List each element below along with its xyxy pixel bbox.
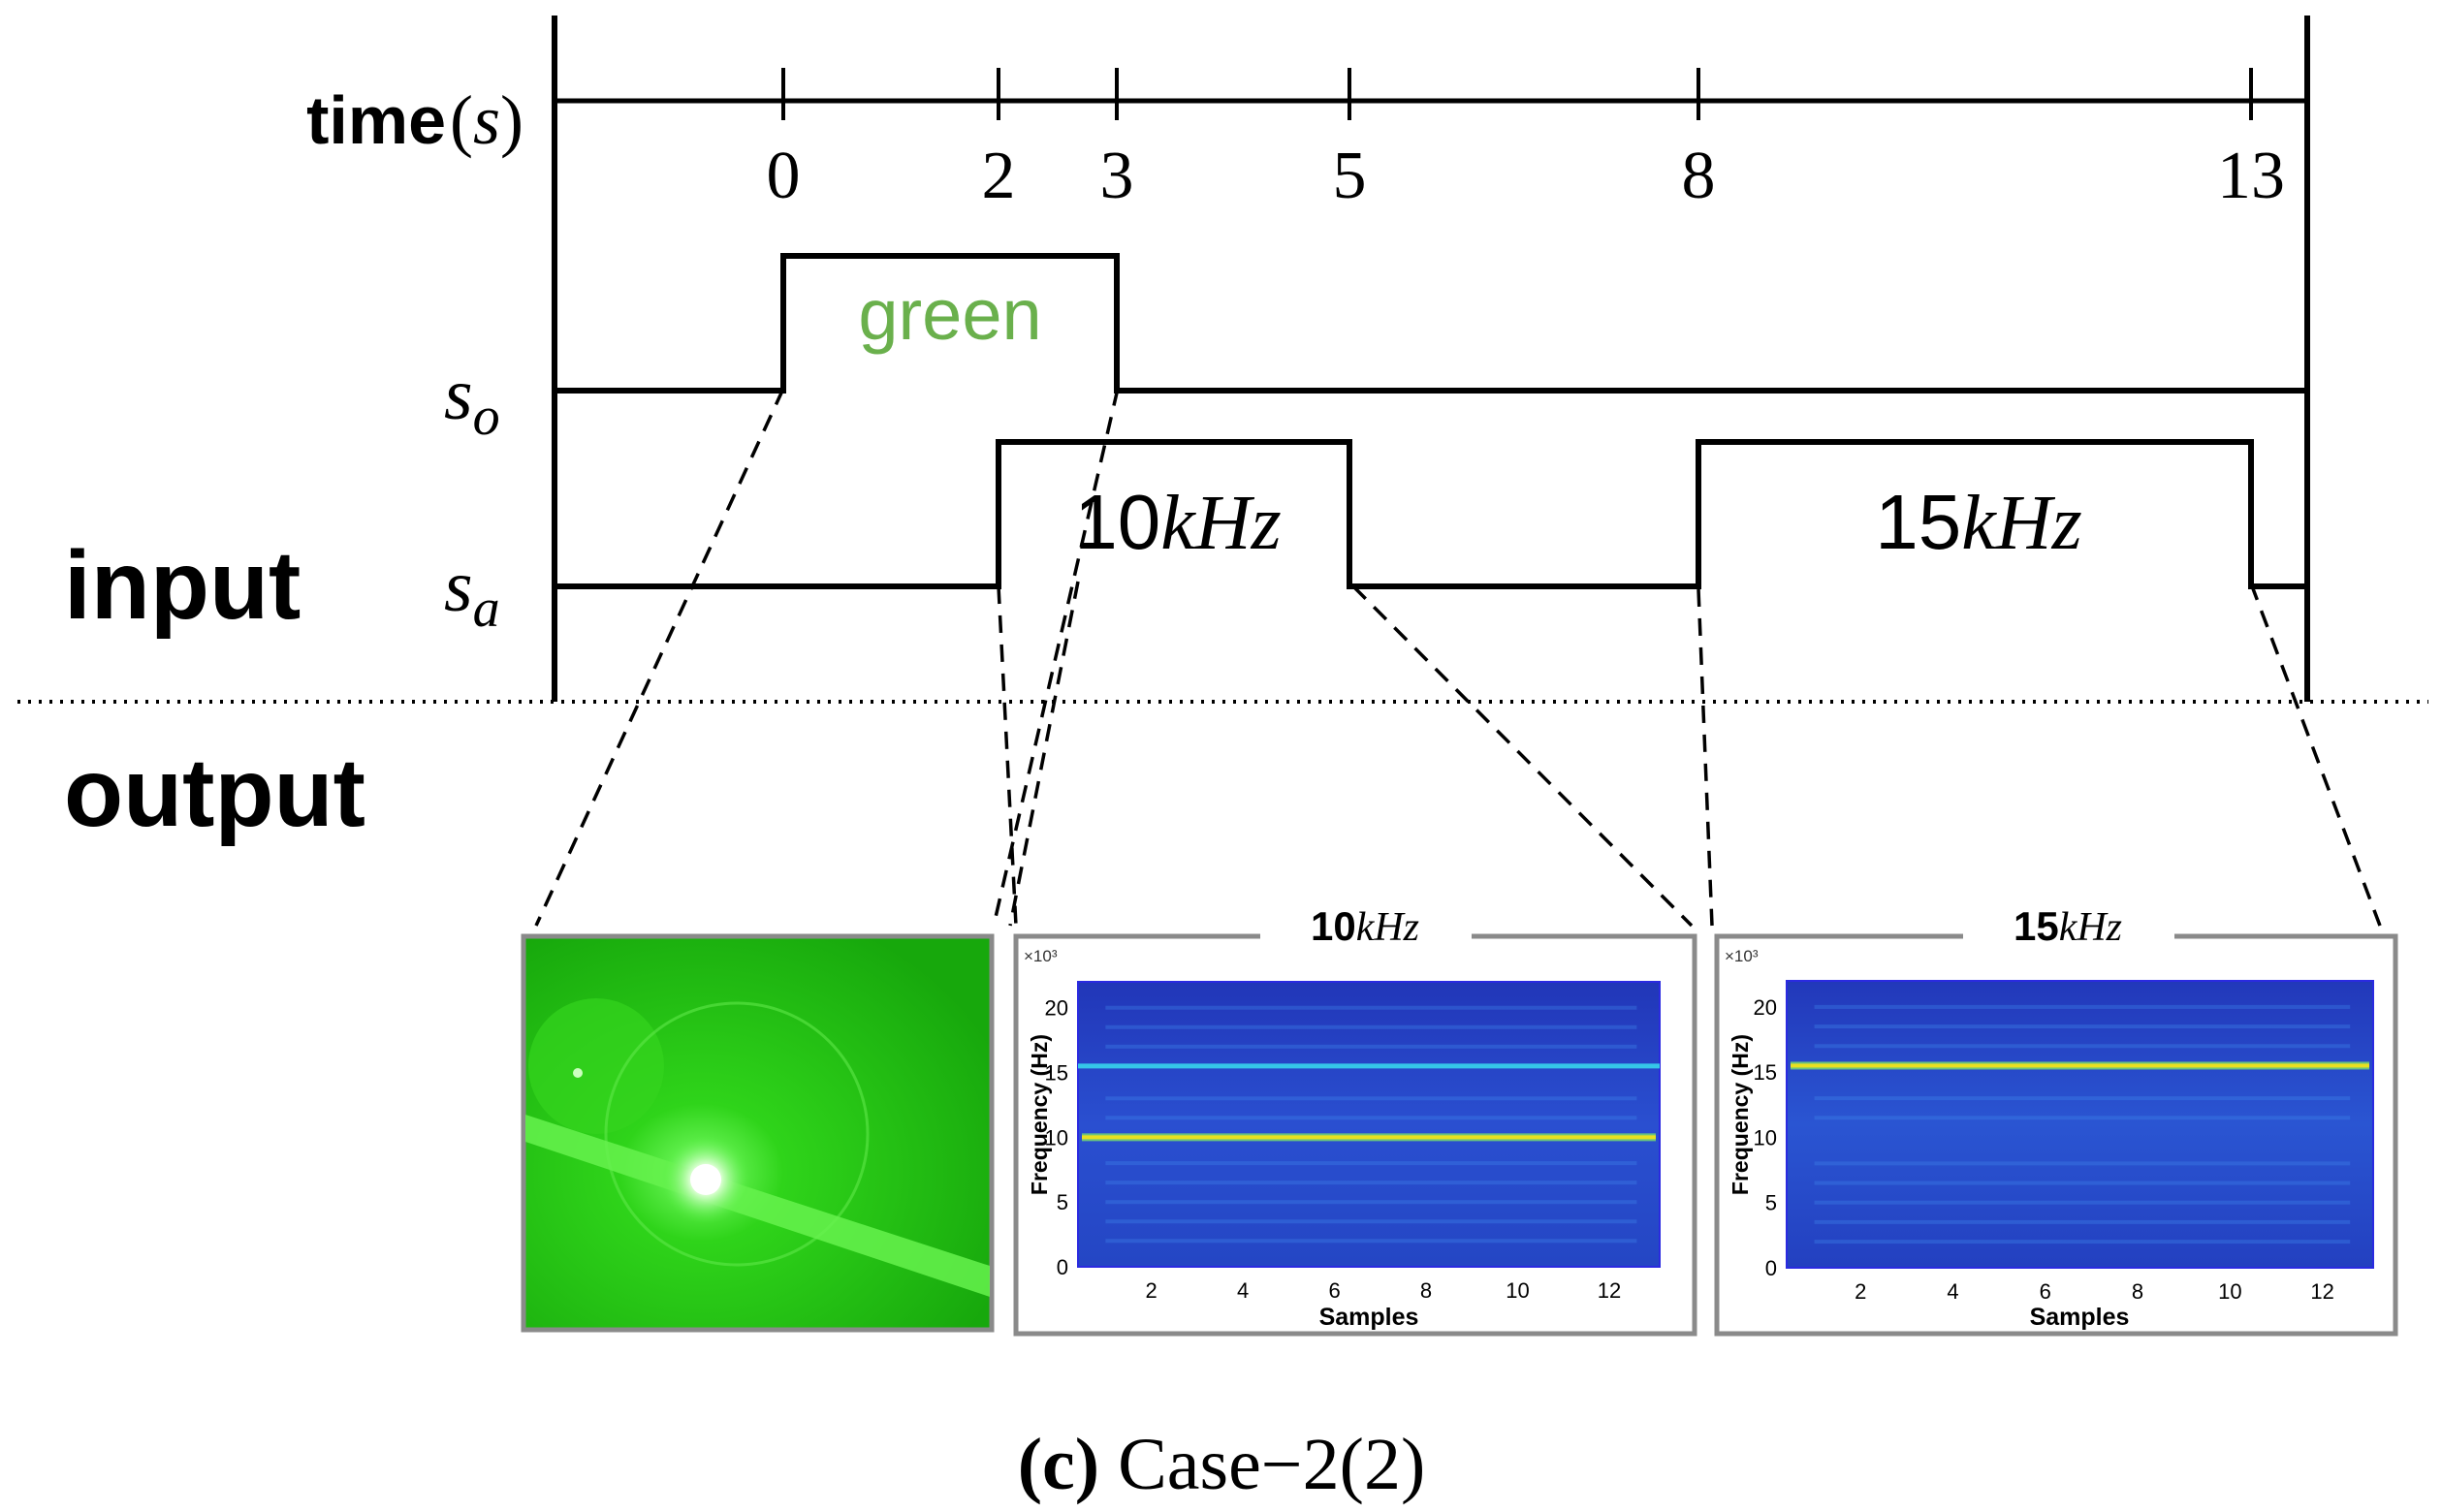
time-tick-label: 8 [1682, 139, 1716, 213]
spectrogram-ytick: 20 [1754, 995, 1777, 1020]
spectrogram-10khz-xlabel: Samples [1319, 1304, 1419, 1331]
sa-waveform [555, 439, 2307, 589]
time-tick-label: 3 [1100, 139, 1134, 213]
spectrogram-band [1814, 1044, 2351, 1049]
spectrogram-secondary-line [1078, 1063, 1660, 1069]
spectrogram-xtick: 8 [2132, 1279, 2143, 1304]
spectrogram-band [1105, 1161, 1637, 1166]
spectrogram-ytick: 5 [1057, 1190, 1068, 1214]
so-pulse-label: green [858, 274, 1041, 355]
spectrogram-xtick: 6 [2040, 1279, 2051, 1304]
spectrogram-10khz-ylabel: Frequency (Hz) [1027, 1034, 1052, 1195]
spectrogram-band [1105, 1219, 1637, 1224]
spectrogram-band [1814, 1096, 2351, 1101]
spectrogram-ytick: 20 [1045, 996, 1068, 1021]
spectrogram-band [1105, 1005, 1637, 1010]
spectrogram-band [1814, 1240, 2351, 1244]
spectrogram-band [1814, 1004, 2351, 1009]
spectrogram-xtick: 2 [1145, 1278, 1157, 1303]
spectrogram-band [1814, 1116, 2351, 1120]
spectrogram-xtick: 12 [2310, 1279, 2333, 1304]
spectrogram-xtick: 4 [1237, 1278, 1249, 1303]
spectrogram-ytick: 0 [1765, 1256, 1777, 1280]
spectrogram-band [1814, 1200, 2351, 1205]
so-signal-label: so [444, 354, 500, 447]
time-tick-label: 5 [1333, 139, 1367, 213]
spectrogram-band [1105, 1181, 1637, 1185]
spectrogram-xtick: 12 [1598, 1278, 1621, 1303]
sa-signal-label: sa [444, 546, 500, 639]
spectrogram-band [1814, 1219, 2351, 1224]
spectrogram-band [1105, 1096, 1637, 1101]
figure-caption: (c) Case−2(2) [1018, 1424, 1426, 1505]
green-laser-photo [521, 933, 995, 1333]
spectrogram-band [1105, 1239, 1637, 1244]
spectrogram-10khz-exponent: ×10³ [1024, 947, 1058, 965]
spectrogram-band [1814, 1161, 2351, 1166]
time-tick-label: 0 [767, 139, 801, 213]
spectrogram-xtick: 6 [1328, 1278, 1340, 1303]
spectrogram-xtick: 4 [1947, 1279, 1958, 1304]
spectrogram-band [1105, 1116, 1637, 1120]
connector-lines [534, 388, 2382, 928]
spectrogram-10khz-title: 10kHz [1311, 903, 1419, 950]
spectrogram-dominant-line [1791, 1063, 2369, 1068]
spectrogram-ytick: 5 [1765, 1191, 1777, 1215]
time-axis-label: time (s) [306, 81, 523, 159]
time-tick-labels: 0 2 3 5 8 13 [767, 139, 2286, 213]
sa-pulse-label: 15kHz [1875, 479, 2081, 566]
spectrogram-ytick: 15 [1754, 1060, 1777, 1085]
spectrogram-band [1105, 1024, 1637, 1029]
spectrogram-10khz-panel: 10kHz ×10³ Frequency (Hz) Samples 0 5 10 15… [1013, 903, 1697, 1337]
spectrogram-ytick: 0 [1057, 1255, 1068, 1279]
output-section-label: output [64, 739, 365, 847]
spectrogram-xtick: 10 [1506, 1278, 1529, 1303]
input-section-label: input [64, 531, 301, 640]
so-waveform [555, 253, 2307, 394]
spectrogram-xtick: 10 [2218, 1279, 2241, 1304]
spectrogram-band [1814, 1181, 2351, 1185]
spectrogram-ytick: 10 [1754, 1125, 1777, 1150]
spectrogram-15khz-exponent: ×10³ [1725, 947, 1759, 965]
spectrogram-ytick: 15 [1045, 1061, 1068, 1086]
time-axis [552, 16, 2310, 702]
spectrogram-15khz-ylabel: Frequency (Hz) [1728, 1034, 1753, 1195]
spectrogram-dominant-line [1082, 1135, 1656, 1140]
spectrogram-band [1814, 1024, 2351, 1029]
spectrogram-band [1105, 1200, 1637, 1205]
spectrogram-15khz-title: 15kHz [2014, 903, 2122, 950]
time-tick-label: 13 [2217, 139, 2285, 213]
spectrogram-15khz-panel: 15kHz ×10³ Frequency (Hz) Samples 0 5 10 15… [1714, 903, 2398, 1337]
spectrogram-ytick: 10 [1045, 1125, 1068, 1150]
spectrogram-xtick: 8 [1420, 1278, 1432, 1303]
spectrogram-band [1105, 1044, 1637, 1049]
sa-pulse-label: 10kHz [1074, 479, 1281, 566]
spectrogram-xtick: 2 [1855, 1279, 1866, 1304]
spectrogram-15khz-xlabel: Samples [2030, 1304, 2130, 1331]
time-tick-label: 2 [982, 139, 1016, 213]
